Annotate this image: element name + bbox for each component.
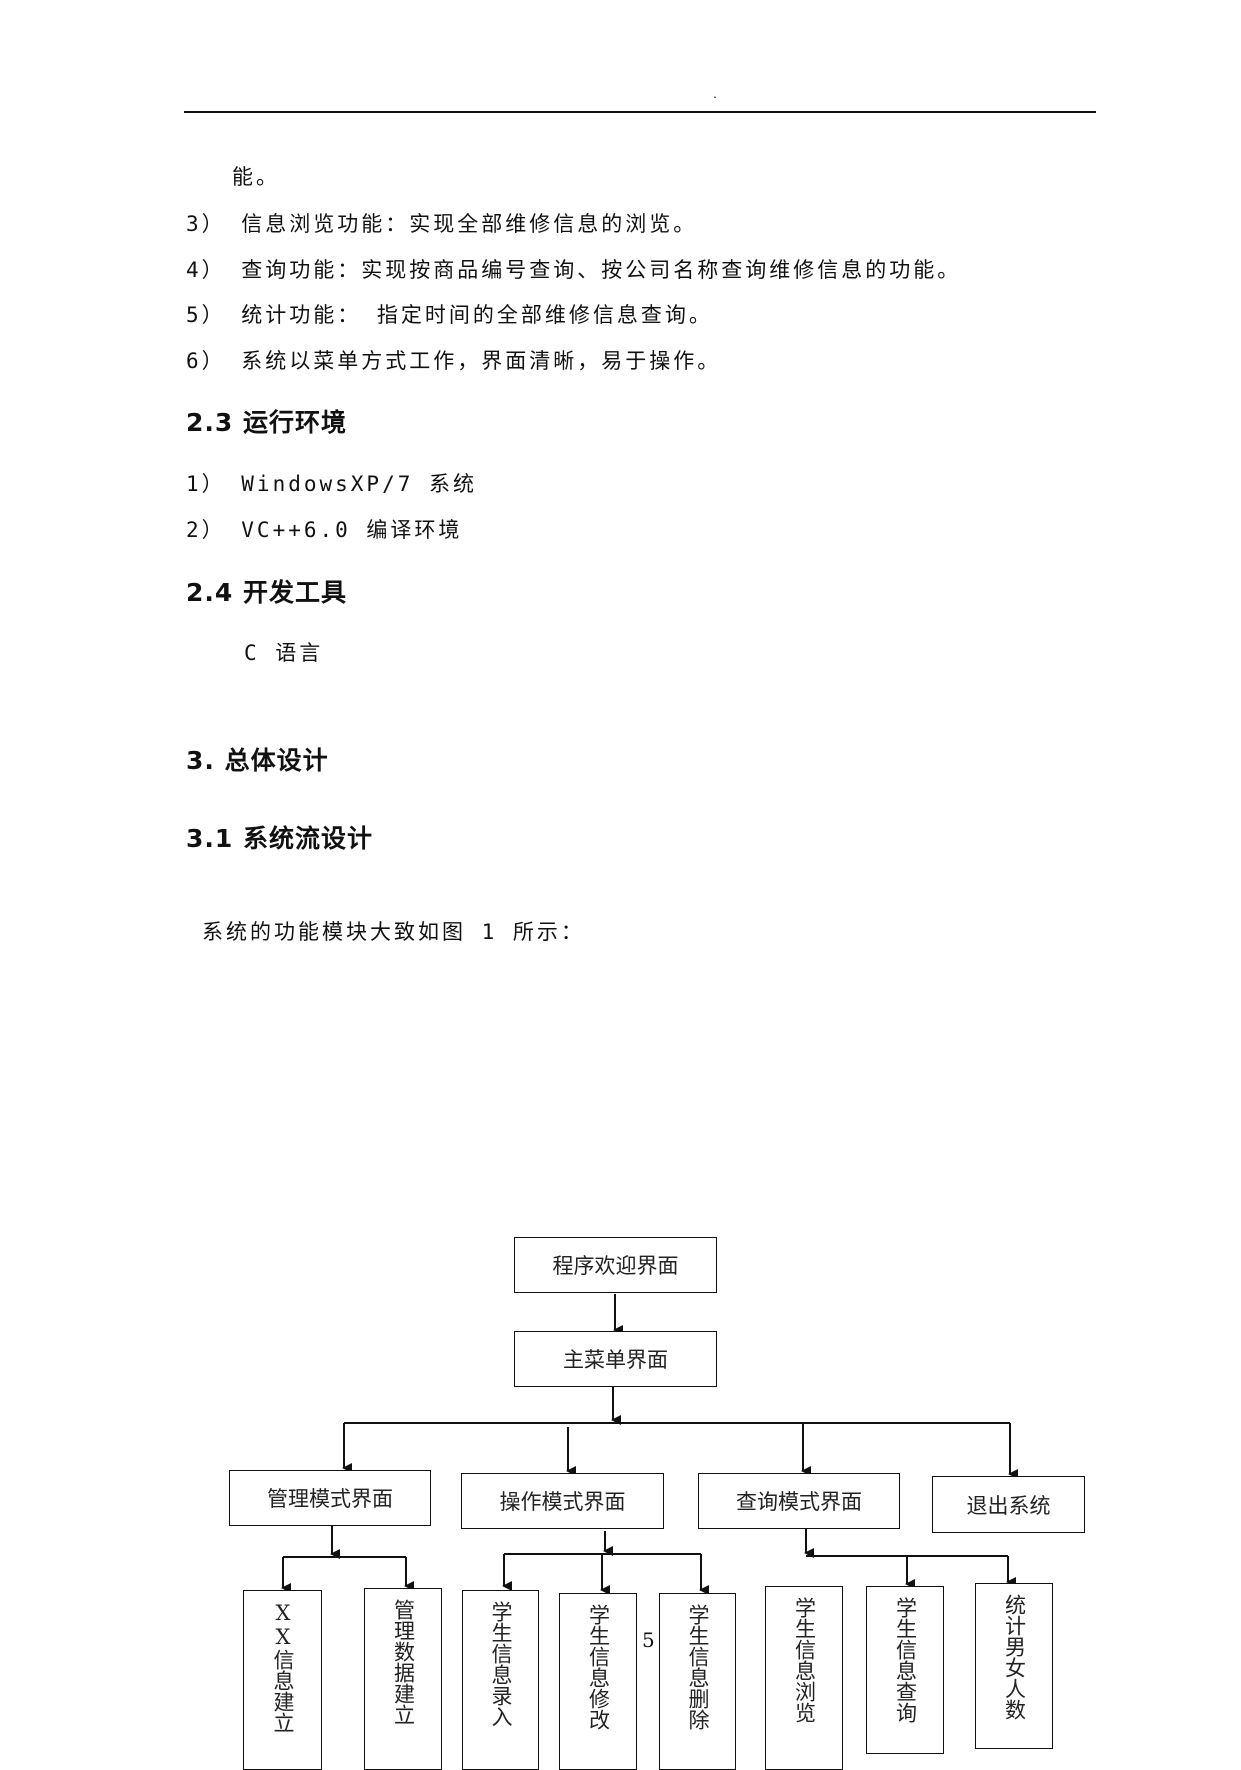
body-line: 5） 统计功能： 指定时间的全部维修信息查询。 [186, 303, 713, 327]
exit-system-box: 退出系统 [932, 1476, 1085, 1533]
leaf-label: 学生信息删除 [686, 1604, 710, 1730]
body-line: 能。 [232, 165, 280, 189]
leaf-box-3: 学生信息录入 [462, 1590, 539, 1770]
leaf-box-4: 学生信息修改 [559, 1593, 637, 1770]
leaf-label: XX信息建立 [271, 1601, 295, 1733]
body-line: 4） 查询功能：实现按商品编号查询、按公司名称查询维修信息的功能。 [186, 258, 962, 282]
leaf-label: 学生信息查询 [893, 1597, 918, 1723]
section-heading: 3.1 系统流设计 [186, 824, 373, 853]
welcome-screen-box: 程序欢迎界面 [514, 1237, 717, 1293]
leaf-label: 学生信息浏览 [792, 1597, 817, 1723]
section-heading: 2.3 运行环境 [186, 408, 347, 437]
leaf-label: 统计男女人数 [1002, 1594, 1027, 1720]
page-number: 5 [642, 1628, 655, 1652]
section-heading: 2.4 开发工具 [186, 578, 347, 607]
header-dot: . [712, 90, 719, 101]
manage-mode-box: 管理模式界面 [229, 1470, 431, 1526]
operate-mode-box: 操作模式界面 [461, 1473, 664, 1529]
leaf-box-1: XX信息建立 [243, 1590, 322, 1770]
query-mode-box: 查询模式界面 [698, 1473, 900, 1529]
section-heading: 3. 总体设计 [186, 746, 329, 775]
leaf-label: 学生信息修改 [586, 1604, 611, 1730]
body-line: 3） 信息浏览功能：实现全部维修信息的浏览。 [186, 212, 698, 236]
env-item: 1） WindowsXP/7 系统 [186, 472, 478, 496]
leaf-label: 管理数据建立 [391, 1599, 416, 1725]
leaf-box-2: 管理数据建立 [364, 1588, 442, 1770]
tool-text: C 语言 [244, 641, 324, 665]
intro-text: 系统的功能模块大致如图 1 所示： [202, 920, 585, 944]
env-item: 2） VC++6.0 编译环境 [186, 518, 463, 542]
leaf-label: 学生信息录入 [489, 1601, 513, 1727]
header-rule [184, 111, 1096, 113]
leaf-box-6: 学生信息浏览 [765, 1586, 843, 1770]
leaf-box-8: 统计男女人数 [975, 1583, 1053, 1749]
leaf-box-5: 学生信息删除 [659, 1593, 736, 1770]
leaf-box-7: 学生信息查询 [866, 1586, 944, 1754]
main-menu-box: 主菜单界面 [514, 1331, 717, 1387]
body-line: 6） 系统以菜单方式工作，界面清晰，易于操作。 [186, 349, 722, 373]
